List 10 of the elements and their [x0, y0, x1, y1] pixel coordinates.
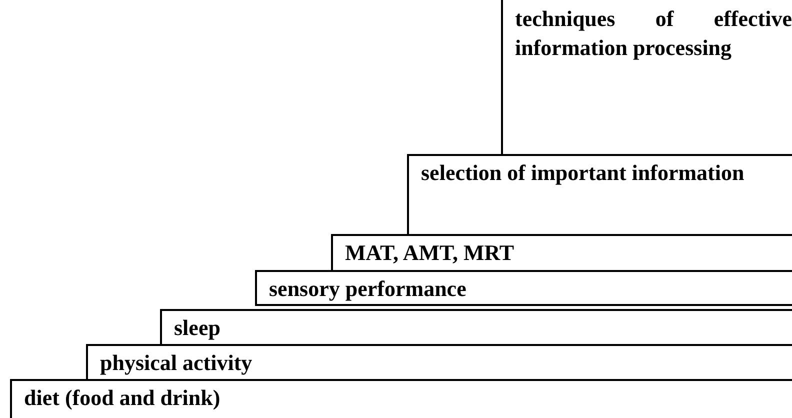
step-label: sensory performance: [269, 275, 468, 303]
step-label: sleep: [174, 314, 222, 342]
step-box: [255, 270, 792, 306]
step-label: selection of important information: [421, 159, 746, 187]
step-label: diet (food and drink): [24, 384, 222, 412]
step-box: [501, 0, 792, 156]
step-label: MAT, AMT, MRT: [345, 239, 516, 267]
step-label: physical activity: [100, 349, 254, 377]
step-box: [160, 309, 792, 346]
step-label: techniques of effective information processing: [515, 5, 792, 62]
